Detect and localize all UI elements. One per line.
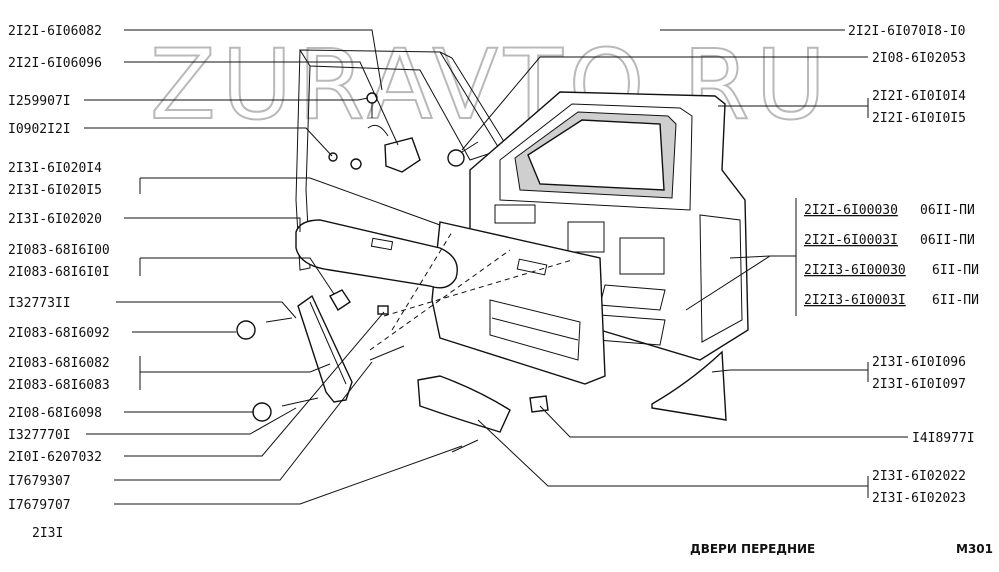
lower-pocket [417, 375, 511, 433]
label-21083-6816082: 2I083-68I6082 [8, 356, 110, 371]
window-regulator [328, 92, 421, 173]
label-2121-6101014: 2I2I-6I0I0I4 [872, 89, 966, 104]
door-note-1: 06II-ПИ [920, 203, 975, 218]
footer: 2I3I ДВЕРИ ПЕРЕДНИЕ M301 [32, 526, 993, 556]
door-note-4: 6II-ПИ [932, 293, 979, 308]
leader-lines [84, 29, 908, 505]
label-1327770: I327770I [8, 428, 71, 443]
label-2131-6102022: 2I3I-6I02022 [872, 469, 966, 484]
sheet-number: M301 [956, 542, 993, 556]
door-note-2: 06II-ПИ [920, 233, 975, 248]
inner-trim-panel [431, 221, 606, 385]
label-2131-6102020: 2I3I-6I02020 [8, 212, 102, 227]
door-part-3: 2I2I3-6I00030 [804, 263, 906, 278]
label-13277311: I32773II [8, 296, 71, 311]
label-2101-6207032: 2I0I-6207032 [8, 450, 102, 465]
lower-trim-strip [651, 350, 727, 421]
label-14189771: I4I8977I [912, 431, 975, 446]
label-1259907: I259907I [8, 94, 71, 109]
label-2121-6107018-10: 2I2I-6I070I8-I0 [848, 24, 965, 39]
watermark: ZURAVTO.RU [150, 29, 832, 141]
label-2131-6102023: 2I3I-6I02023 [872, 491, 966, 506]
pull-handle [297, 294, 353, 403]
door-part-1: 2I2I-6I00030 [804, 203, 898, 218]
labels-left: 2I2I-6I06082 2I2I-6I06096 I259907I I0902… [8, 24, 110, 513]
model-code: 2I3I [32, 526, 63, 541]
label-2131-6101097: 2I3I-6I0I097 [872, 377, 966, 392]
label-2121-6101015: 2I2I-6I0I0I5 [872, 111, 966, 126]
label-2121-6106096: 2I2I-6I06096 [8, 56, 102, 71]
labels-right: 2I2I-6I070I8-I0 2I08-6I02053 2I2I-6I0I0I… [848, 24, 975, 506]
mirror-pivot [447, 141, 479, 167]
label-17679307: I7679307 [8, 474, 71, 489]
small-parts [236, 289, 549, 453]
label-21083-6816100: 2I083-68I6I00 [8, 243, 110, 258]
label-21083-6816083: 2I083-68I6083 [8, 378, 110, 393]
label-2108-6102053: 2I08-6I02053 [872, 51, 966, 66]
label-17679707: I7679707 [8, 498, 71, 513]
armrest [295, 219, 458, 289]
label-2131-6101096: 2I3I-6I0I096 [872, 355, 966, 370]
label-21083-6816101: 2I083-68I6I0I [8, 265, 110, 280]
door-part-4: 2I2I3-6I0003I [804, 293, 906, 308]
label-2108-6816098: 2I08-68I6098 [8, 406, 102, 421]
label-2121-6106082: 2I2I-6I06082 [8, 24, 102, 39]
sheet-title: ДВЕРИ ПЕРЕДНИЕ [690, 542, 815, 556]
label-2131-6102014: 2I3I-6I020I4 [8, 161, 102, 176]
label-2131-6102015: 2I3I-6I020I5 [8, 183, 102, 198]
label-21083-6816092: 2I083-68I6092 [8, 326, 110, 341]
label-10902121: I0902I2I [8, 122, 71, 137]
assembly-lines [369, 231, 573, 351]
door-part-2: 2I2I-6I0003I [804, 233, 898, 248]
door-variants-table: 2I2I-6I00030 06II-ПИ 2I2I-6I0003I 06II-П… [804, 203, 979, 308]
door-note-3: 6II-ПИ [932, 263, 979, 278]
